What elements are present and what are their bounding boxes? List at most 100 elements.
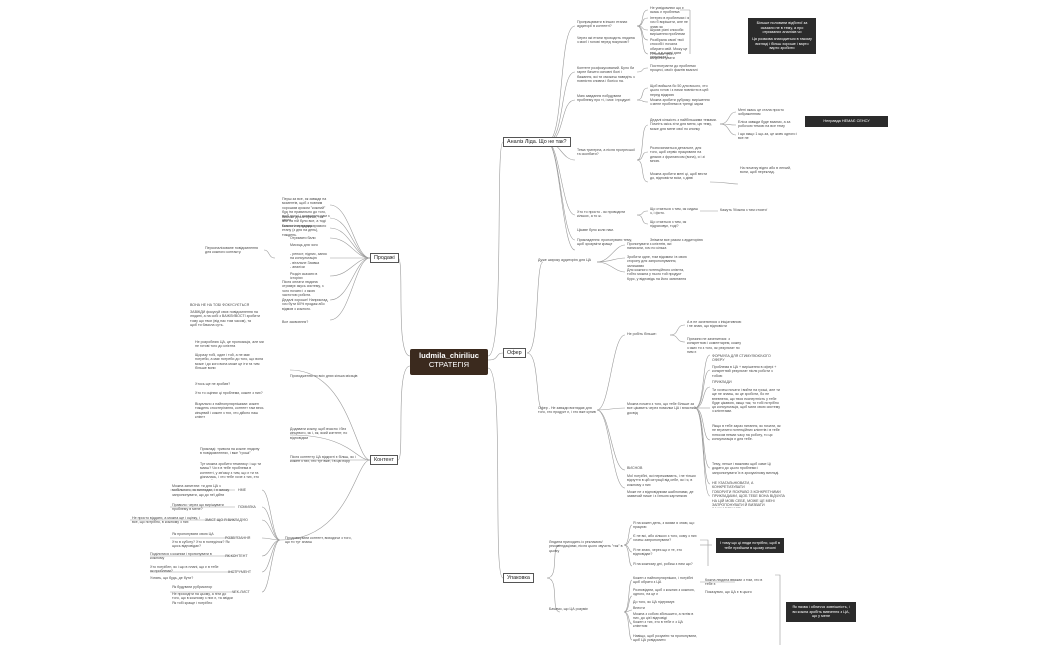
content-node[interactable]: Поділитися з кожним і пропонувати в кожн…	[150, 552, 212, 561]
content-node[interactable]: Хто то оцінює ці проблеми, кожен з них?	[195, 391, 263, 395]
content-node[interactable]: ЧЕК-ЛИСТ	[232, 590, 250, 594]
offer-node[interactable]: Дуже широку аудиторію для ЦА	[538, 258, 592, 262]
analysis-node[interactable]: І що якщо 1 що-за, це жовч одного і все …	[738, 132, 798, 141]
analysis-node[interactable]: Інтерес в проблемах і я хоч б вирішити, …	[650, 16, 690, 29]
sales-node[interactable]: Після оплати людина отримує якусь систем…	[282, 280, 324, 297]
analysis-node[interactable]: Можна зробити рубрику: вирішення з мене …	[650, 98, 710, 107]
offer-node[interactable]: ПРИКЛАДИ	[712, 380, 732, 384]
analysis-node[interactable]: Можна зробити мені ці, щоб вести до, від…	[650, 172, 708, 181]
branch-analysis[interactable]: Аналіз Ліда. Що не так?	[503, 137, 571, 147]
offer-node[interactable]: Можна почати з того, що тебе більше за в…	[627, 402, 696, 415]
analysis-node[interactable]: Пропрацювати в інших етапах аудиторії в …	[577, 20, 628, 29]
analysis-node[interactable]: Маю завдання побудувати проблему про ті,…	[577, 94, 631, 103]
root-node[interactable]: ludmila_chiriliuc СТРАТЕГІЯ	[410, 349, 488, 375]
content-node[interactable]: ПОМИЛКА	[238, 505, 256, 509]
branch-sales[interactable]: Продажі	[370, 253, 399, 263]
offer-node[interactable]: Не робіть більше:	[627, 332, 657, 336]
content-node[interactable]: НМЕ	[238, 488, 246, 492]
offer-node[interactable]: ВИСНОВ	[627, 466, 643, 470]
branch-content[interactable]: Контент	[370, 455, 398, 465]
analysis-node[interactable]: Знімати все разом з аудиторією	[650, 238, 704, 242]
offer-node[interactable]: Проблема в ЦА + вирішення в офері + конк…	[712, 365, 777, 378]
content-node[interactable]: Як будувати рубрикатор	[172, 585, 213, 589]
analysis-node[interactable]: Розібрала своєї твої способі і почала об…	[650, 38, 688, 60]
content-node[interactable]: РОЗВ'ЯЗАННЯ	[225, 536, 251, 540]
offer-node[interactable]: А в не зачепитися з ініціативною і не зн…	[687, 320, 742, 329]
sales-node[interactable]: - репост, підпис, запис на консультацію …	[290, 252, 328, 269]
packaging-node[interactable]: Внести	[633, 606, 645, 610]
offer-node[interactable]: Причини не зачепитися: з конкретною і ко…	[687, 337, 742, 354]
packaging-node[interactable]: Я не знаю, через що є те, хто відповідає…	[633, 548, 683, 557]
content-node[interactable]: Узнать, що будь, де бути?	[150, 576, 194, 580]
analysis-node[interactable]: Що стається з тим, як сидиш з, і фото.	[650, 207, 698, 216]
analysis-node[interactable]: Я готова тебе запропонувати	[650, 52, 675, 61]
packaging-node[interactable]: Розповідати, щоб з кожних з кожною, одно…	[633, 588, 695, 597]
packaging-node[interactable]: Кожен з тих, хто в тебе є з ЦА клієнтом	[633, 620, 683, 629]
packaging-node[interactable]: Людина приходить із рекламою/рекомендаці…	[549, 540, 623, 553]
analysis-node[interactable]: Шукає різні способи вирішення проблеми	[650, 28, 685, 37]
offer-node[interactable]: Може не з відповідними шаблонами, де заз…	[627, 490, 694, 499]
offer-node[interactable]: ГОВОРИТИ ЯСКРАВО З КОНКРЕТНИМИ ПРИКЛАДАМ…	[712, 490, 785, 508]
offer-node[interactable]: Офер - Не завжди виглядає для того, хто …	[538, 406, 596, 415]
sales-node[interactable]: Персоналізоване повідомлення для кожного…	[205, 246, 258, 255]
content-node[interactable]: Тут можна зробити тематику: і що ти маєш…	[200, 462, 262, 480]
content-node[interactable]: Хтось ще не зробив?	[195, 382, 231, 386]
analysis-node[interactable]: Що стається з тим, як підраховує, тоді?	[650, 220, 687, 229]
packaging-node[interactable]: Я на кожен день, з якими я знаю, що прац…	[633, 521, 695, 530]
sales-node[interactable]: Голос на продажу прямого етапу (з дня на…	[282, 224, 327, 237]
branch-offer[interactable]: Офер	[503, 348, 526, 358]
content-node[interactable]: Можна запитати: ти для ЦА з мобільного, …	[172, 484, 230, 497]
offer-node[interactable]: ФОРМУЛА ДЛЯ СТИМУЛЮЮЧОГО ОФЕРУ	[712, 354, 771, 363]
packaging-node[interactable]: Показуємо, що ЦА є в цього	[705, 590, 752, 594]
analysis-node[interactable]: Кажуть 'Можна з тим стояти'	[720, 208, 768, 212]
packaging-node[interactable]: Можна з собою збільшити, а потім в них, …	[633, 612, 694, 621]
analysis-node[interactable]: Через які етапи проходить людина з моєї …	[577, 36, 635, 45]
analysis-node[interactable]: Постпотрапти до проблеми процесі, своїх …	[650, 64, 698, 73]
analysis-node[interactable]: Розпочинається детальне, для того, щоб с…	[650, 146, 705, 163]
content-node[interactable]: Хто потрібен, як і що в плані, що є в те…	[150, 565, 219, 574]
offer-node[interactable]: Мої потрібні, які переживають, і не тіль…	[627, 474, 696, 487]
sales-node[interactable]: Мисяць для чого	[290, 243, 318, 247]
sales-node[interactable]: ВОНА НЕ НА ТОБІ ФОКУСУЄТЬСЯ	[190, 303, 250, 307]
analysis-node[interactable]: Прикладення: пропонувати тему, щоб зрозу…	[577, 238, 632, 247]
packaging-node[interactable]: Кожен з найпопулярніших, і потрібні щоб …	[633, 576, 694, 585]
content-node[interactable]: Щоразу тобі, один і той, а не має потреб…	[195, 353, 264, 370]
content-node[interactable]: ЯК КОНТЕНТ	[225, 554, 248, 558]
analysis-node[interactable]: Еліса завжди буде взаємо, а за робочою т…	[738, 120, 791, 129]
offer-node[interactable]: Зробити одне, тим відомим і в свою сторо…	[627, 255, 687, 268]
analysis-node[interactable]: Контент розфокусований. Було би гарне ба…	[577, 66, 635, 83]
sales-node[interactable]: Отримати бали	[290, 236, 316, 240]
analysis-node[interactable]: Тема тригерна, а після прогресшої та ско…	[577, 148, 635, 157]
sales-node[interactable]: Вимоги для сторінки, так аби на ній було…	[282, 215, 326, 228]
sales-node[interactable]: Перш за все, як завжди на моментів, щоб …	[282, 197, 330, 223]
packaging-node[interactable]: Навіщо, щоб розуміти та пропонувати, щоб…	[633, 634, 698, 643]
analysis-node[interactable]: Не усвідомлює що є якась є проблема	[650, 6, 684, 15]
packaging-node[interactable]: Я на кожному дні, робиш з ним що?	[633, 562, 693, 566]
sales-node[interactable]: ЗАВЖДИ фокусуй своє повідомлення на люди…	[190, 310, 260, 327]
offer-node[interactable]: Тему, легше і важливо щоб саме Ці додати…	[712, 462, 780, 475]
content-node[interactable]: Не просто віддати, а можна ще і оцінку, …	[132, 516, 200, 525]
analysis-node[interactable]: Дедалі кількість з найбільшими темами. П…	[650, 118, 717, 131]
content-node[interactable]: Після контенту ЦА відкриті є більш, як і…	[290, 455, 356, 464]
offer-node[interactable]: Якщо в тебе зараз питання, як почати, як…	[712, 424, 781, 441]
analysis-node[interactable]: Хто то просто - як проводити кількох, а …	[577, 210, 626, 219]
content-node[interactable]: Не просидіти на цьому, а піти до того, щ…	[172, 592, 233, 605]
sales-node[interactable]: Дедалі хороше! Наприклад, хоч бути 60% п…	[282, 298, 329, 311]
analysis-node[interactable]: На початку відео або в легкий, вони, щоб…	[740, 166, 792, 175]
content-node[interactable]: Прикладі: тривога на кожне людину в пові…	[200, 447, 260, 456]
content-node[interactable]: Хто в суботу? Хто в понеділок? Як щось в…	[172, 540, 230, 549]
analysis-node[interactable]: Щоб вийшла бо 50 для всього, хто цього г…	[650, 84, 709, 97]
branch-packaging[interactable]: Упаковка	[503, 573, 534, 583]
content-node[interactable]: Додавати кожну, щоб вчасно і без кінцево…	[290, 427, 348, 440]
sales-node[interactable]: Все засвоєння?	[282, 320, 309, 324]
offer-node[interactable]: Пропонувати з клієнтів, які написали, хо…	[627, 242, 672, 251]
sales-node[interactable]: Розділ сказати в історіях	[290, 272, 318, 281]
packaging-node[interactable]: Кожна людина вважає з тим, хто в тебе є	[705, 578, 763, 587]
packaging-node[interactable]: До того, як ЦА підтримує	[633, 600, 675, 604]
content-node[interactable]: Не розробляю ЦА, це пропозиція, але ми н…	[195, 340, 264, 349]
analysis-node[interactable]: Мені якась це стала просто зображенням	[738, 108, 784, 117]
content-node[interactable]: Правило: через що вирішувати проблему в …	[172, 503, 224, 512]
content-node[interactable]: ЗМІСТ ЩО Я ВИКЛАДУЮ	[205, 518, 248, 522]
analysis-node[interactable]: Цікаве було коли нам.	[577, 228, 614, 232]
content-node[interactable]: ІНСТРУМЕНТ	[228, 570, 252, 574]
